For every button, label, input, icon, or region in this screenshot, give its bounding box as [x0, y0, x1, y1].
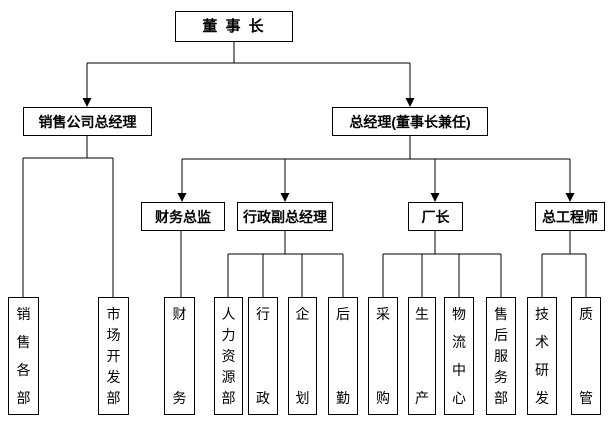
- org-box-logistics-center: 物流中心: [444, 297, 474, 415]
- org-box-finance-dept: 财务: [164, 297, 195, 415]
- org-box-after-sales-service-dept: 售后服务部: [486, 297, 516, 415]
- org-box-human-resources-dept: 人力资源部: [214, 297, 243, 415]
- org-box-factory-director: 厂长: [408, 202, 463, 231]
- org-box-quality-management-dept: 质管: [571, 297, 601, 415]
- org-box-admin-deputy-gm: 行政副总经理: [237, 202, 333, 231]
- connector-line-group: [22, 42, 587, 297]
- org-box-purchasing-dept: 采购: [368, 297, 398, 415]
- arrow-down-icon: [177, 193, 187, 202]
- org-box-logistics-support-dept: 后勤: [328, 297, 358, 415]
- org-box-planning-dept: 企划: [288, 297, 317, 415]
- arrow-down-icon: [565, 193, 575, 202]
- org-box-market-development-dept: 市场开发部: [98, 297, 129, 415]
- org-box-chairman: 董 事 长: [175, 11, 293, 42]
- org-box-sales-company-gm: 销售公司总经理: [23, 107, 152, 136]
- arrow-down-icon: [280, 193, 290, 202]
- org-box-finance-director: 财务总监: [141, 202, 225, 231]
- arrow-down-icon: [405, 98, 415, 107]
- org-box-chief-engineer: 总工程师: [535, 202, 605, 231]
- arrowhead-icons: [82, 98, 575, 202]
- org-box-production-dept: 生产: [408, 297, 436, 415]
- org-box-administration-dept: 行政: [248, 297, 278, 415]
- org-box-sales-departments: 销售各部: [8, 297, 39, 415]
- org-box-technology-rd-dept: 技术研发: [527, 297, 557, 415]
- arrow-down-icon: [430, 193, 440, 202]
- org-box-general-manager: 总经理(董事长兼任): [332, 107, 488, 136]
- arrow-down-icon: [82, 98, 92, 107]
